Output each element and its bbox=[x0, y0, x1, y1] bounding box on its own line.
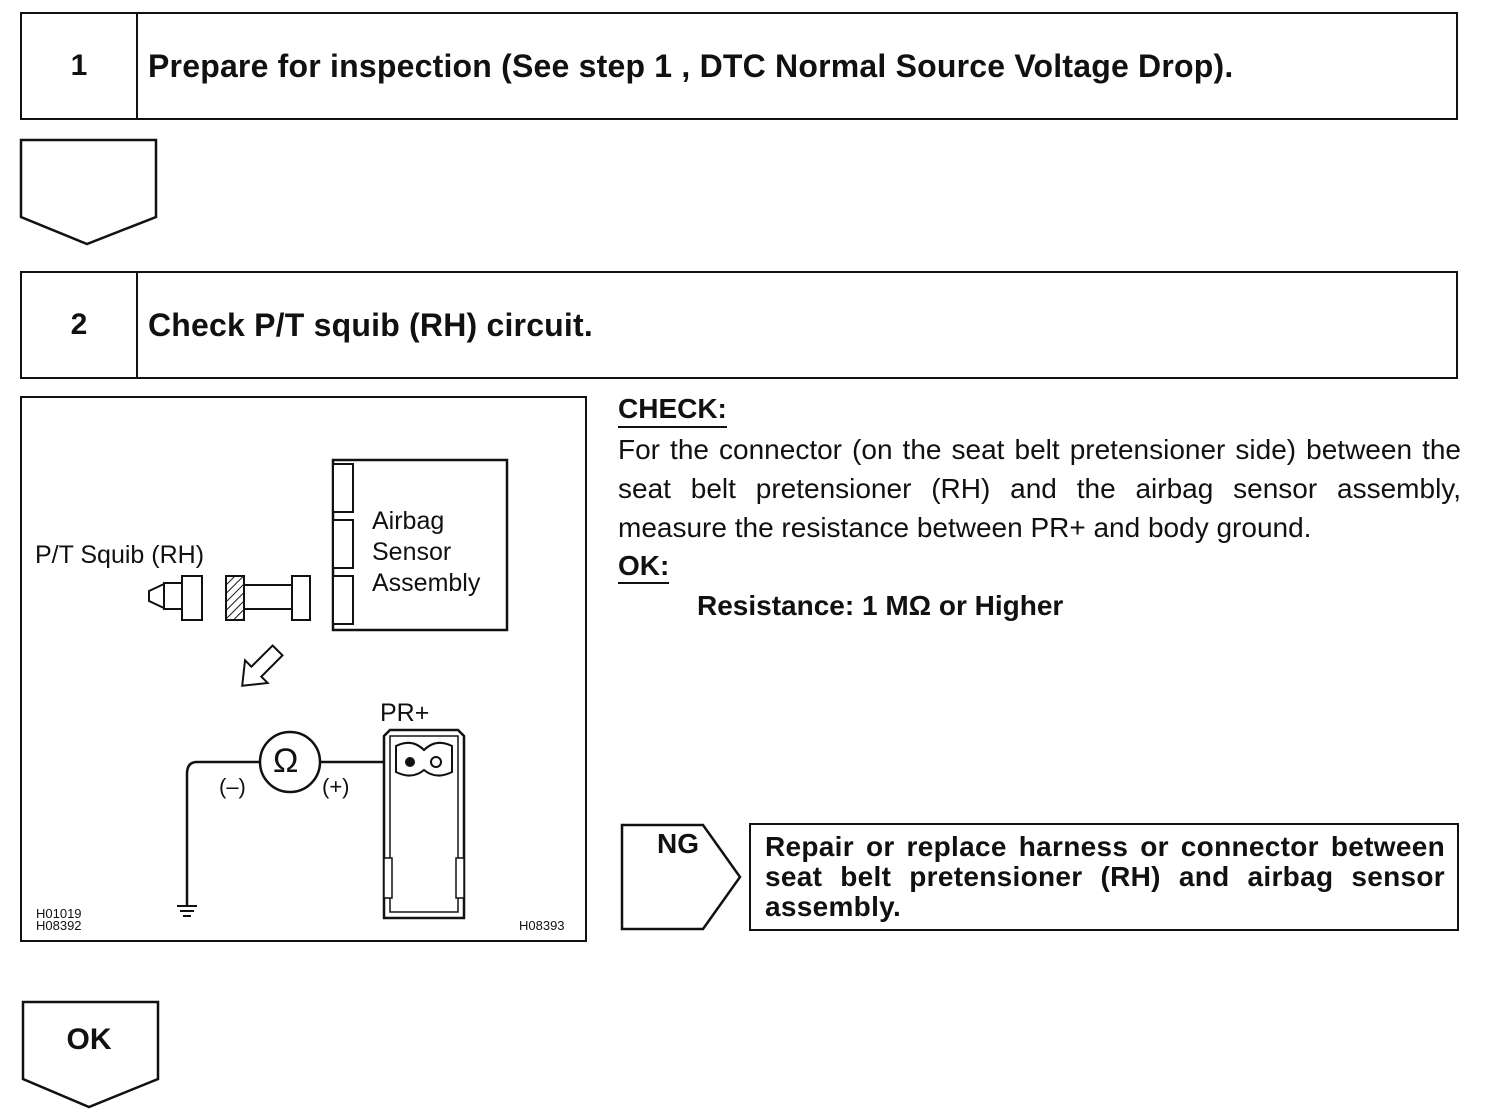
figure-code: H08393 bbox=[519, 918, 565, 933]
ok-heading: OK: bbox=[618, 550, 670, 584]
airbag-label-line: Airbag bbox=[372, 507, 445, 535]
figure-code: H08392 bbox=[36, 918, 82, 933]
ng-arrow-icon bbox=[620, 823, 742, 931]
sensor-connector-slot bbox=[332, 575, 354, 625]
step-2-number: 2 bbox=[22, 273, 138, 377]
step-1-number: 1 bbox=[22, 14, 138, 118]
ok-arrow-icon bbox=[21, 1000, 160, 1109]
step-2-box: 2 Check P/T squib (RH) circuit. bbox=[20, 271, 1458, 379]
plus-label: (+) bbox=[322, 774, 350, 799]
sensor-connector-slot bbox=[332, 519, 354, 569]
pr-connector-icon bbox=[382, 728, 466, 920]
circuit-figure: Airbag Sensor Assembly P/T Squib (RH) PR… bbox=[20, 396, 587, 942]
squib-label: P/T Squib (RH) bbox=[35, 541, 205, 569]
ground-wire bbox=[185, 760, 198, 906]
circuit-diagram bbox=[148, 458, 509, 920]
ng-label: NG bbox=[657, 828, 699, 859]
figure-code: H01019 bbox=[36, 906, 82, 921]
ng-action-box: Repair or replace harness or connector b… bbox=[749, 823, 1459, 931]
ok-value: Resistance: 1 MΩ or Higher bbox=[697, 590, 1064, 621]
step-1-box: 1 Prepare for inspection (See step 1 , D… bbox=[20, 12, 1458, 120]
step-2-title: Check P/T squib (RH) circuit. bbox=[148, 306, 593, 343]
airbag-sensor-box bbox=[331, 458, 509, 632]
terminal-label: PR+ bbox=[380, 699, 430, 727]
airbag-label-line: Assembly bbox=[372, 569, 481, 597]
step-1-title: Prepare for inspection (See step 1 , DTC… bbox=[148, 47, 1234, 84]
minus-label: (–) bbox=[219, 774, 246, 799]
squib-flange bbox=[181, 575, 203, 621]
ohm-symbol: Ω bbox=[273, 742, 299, 780]
squib-plug-icon bbox=[148, 582, 165, 610]
airbag-label-line: Sensor bbox=[372, 538, 452, 566]
ground-icon bbox=[177, 905, 197, 917]
ok-label: OK bbox=[66, 1023, 112, 1056]
disconnect-arrow-icon bbox=[241, 644, 284, 687]
harness-connector bbox=[291, 575, 311, 621]
harness-body bbox=[243, 584, 295, 610]
sensor-connector-slot bbox=[332, 463, 354, 513]
check-text: For the connector (on the seat belt pret… bbox=[618, 434, 1461, 543]
connector-hatched bbox=[225, 575, 245, 621]
down-arrow-icon bbox=[19, 138, 158, 246]
check-heading: CHECK: bbox=[618, 392, 727, 428]
